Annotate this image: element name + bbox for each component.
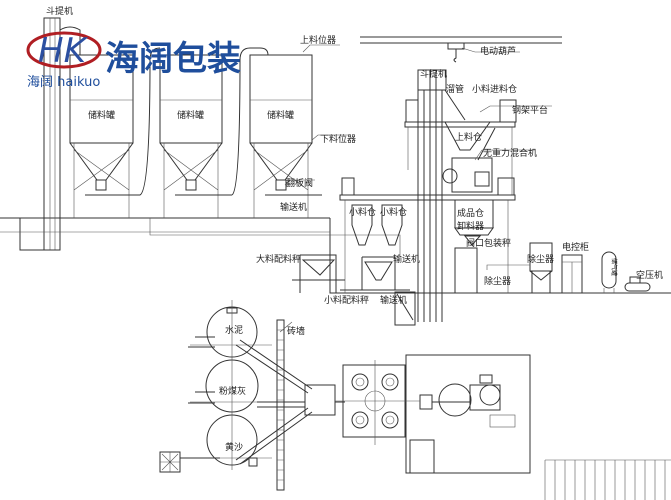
label-air-tank: 储气罐: [610, 258, 618, 276]
label-bucket-elevator-right: 斗提机: [420, 68, 447, 80]
label-conveyor-3: 输送机: [380, 294, 407, 306]
feed-pipes: [139, 47, 269, 196]
label-dust-collector-2: 除尘器: [527, 253, 554, 265]
label-storage-tank-2: 储料罐: [177, 109, 204, 121]
label-fly-ash: 粉煤灰: [219, 385, 246, 397]
label-upper-level-sensor: 上料位器: [300, 34, 336, 46]
label-flap-valve: 翻板阀: [286, 177, 313, 189]
air-compressor: [624, 276, 651, 292]
label-sand: 黄沙: [225, 441, 243, 453]
label-gravityless-mixer: 无重力混合机: [483, 147, 537, 159]
storage-silo-1: [69, 54, 140, 218]
label-valve-bag-scale: 阀口包装秤: [466, 237, 511, 249]
hoist-rail: [360, 36, 562, 63]
small-batching-scale-frame: [361, 256, 396, 290]
label-storage-tank-3: 储料罐: [267, 109, 294, 121]
air-tank: [601, 251, 617, 293]
label-conveyor-2: 输送机: [393, 253, 420, 265]
label-discharger: 卸料器: [457, 220, 484, 232]
label-storage-tank-1: 储料罐: [88, 109, 115, 121]
label-dust-collector-1: 除尘器: [484, 275, 511, 287]
bucket-elevator-right: [417, 69, 447, 322]
label-control-cabinet: 电控柜: [562, 241, 589, 253]
transfer-pipes: [0, 218, 401, 255]
label-chute: 溜管: [446, 83, 464, 95]
label-bucket-elevator-left: 斗提机: [46, 5, 73, 17]
label-conveyor-1: 输送机: [280, 201, 307, 213]
label-cement: 水泥: [225, 324, 243, 336]
label-lower-level-sensor: 下料位器: [320, 133, 356, 145]
screw-conveyors: [292, 279, 410, 291]
logo-mark: HK: [38, 31, 89, 71]
leader-lines: [279, 44, 552, 333]
gravityless-mixer: [442, 157, 493, 193]
storage-silo-2: [159, 54, 232, 218]
plan-view-packing-area: [405, 354, 531, 474]
upper-steel-platform: [404, 89, 517, 195]
control-cabinet: [561, 254, 583, 294]
logo-name: 海阔包装: [105, 39, 241, 79]
hopper-chute: [394, 291, 416, 326]
label-small-bin-1: 小料仓: [349, 206, 376, 218]
label-steel-platform: 钢架平台: [512, 104, 548, 116]
label-finished-bin: 成品仓: [457, 207, 484, 219]
plan-view-silos: [159, 300, 272, 473]
brick-wall: [276, 319, 285, 491]
lower-steel-platform: [339, 177, 516, 293]
bucket-elevator-left: [19, 17, 81, 251]
label-large-batching-scale: 大料配料秤: [256, 253, 301, 265]
label-upper-bin: 上料仓: [455, 131, 482, 143]
haikuo-logo: HK 海阔包装 海阔 haikuo: [26, 31, 241, 90]
finished-product-bin: [454, 199, 494, 294]
dust-collector: [486, 242, 553, 293]
label-electric-hoist: 电动葫芦: [480, 45, 516, 57]
label-small-bin-2: 小料仓: [380, 206, 407, 218]
large-batching-scale-frame: [299, 254, 337, 293]
plan-view-centerlines: [335, 360, 420, 445]
label-brick-wall: 砖墙: [287, 325, 305, 337]
small-bins: [351, 204, 403, 246]
plan-view-pallet-area: [544, 459, 671, 500]
storage-silo-3: [249, 54, 322, 218]
logo-ring: [26, 31, 102, 69]
logo-subtitle: 海阔 haikuo: [27, 75, 100, 90]
label-small-feed-bin: 小料进料仓: [472, 83, 517, 95]
label-air-compressor: 空压机: [636, 269, 663, 281]
plan-view-conveyors: [235, 339, 345, 465]
label-small-batching-scale: 小料配料秤: [324, 294, 369, 306]
